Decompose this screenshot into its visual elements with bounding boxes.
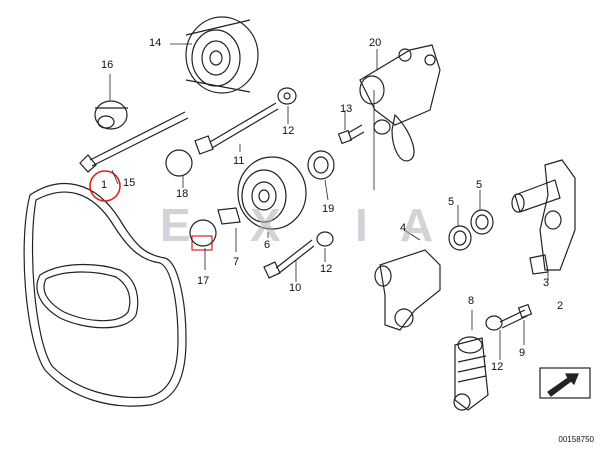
- callout-12-top: 12: [282, 125, 295, 137]
- bolt-long-11: [194, 102, 279, 155]
- bolt-9: [499, 303, 533, 329]
- bearing-5-right: [470, 209, 494, 235]
- tensioner-bracket: [511, 159, 576, 275]
- callout-6: 6: [264, 239, 271, 251]
- callout-12-bottom: 12: [491, 361, 504, 373]
- catalog-arrow-box: [539, 367, 591, 399]
- washer-12-bottom: [485, 315, 503, 331]
- spacer-7: [217, 207, 241, 225]
- highlight-circle: [89, 170, 121, 202]
- callout-8: 8: [468, 295, 475, 307]
- tensioner-arm: [374, 249, 441, 331]
- callout-16: 16: [101, 59, 114, 71]
- tensioner-assembly: [359, 44, 441, 162]
- washer-12-top: [277, 87, 297, 105]
- callout-14: 14: [149, 37, 162, 49]
- callout-9: 9: [519, 347, 526, 359]
- pulley-cap: [94, 100, 128, 130]
- drive-belt: [23, 182, 187, 407]
- callout-12-mid: 12: [320, 263, 333, 275]
- callout-13: 13: [340, 103, 353, 115]
- callout-7: 7: [233, 256, 240, 268]
- callout-19: 19: [322, 203, 335, 215]
- callout-15: 15: [123, 177, 136, 189]
- idler-pulley-large: [185, 16, 259, 94]
- callout-4: 4: [400, 222, 407, 234]
- pulley-cap-18: [165, 149, 193, 177]
- callout-2: 2: [557, 300, 564, 312]
- leader-lines: [109, 43, 549, 360]
- watermark-letter-a: A: [400, 199, 436, 251]
- callout-5-left: 5: [448, 196, 455, 208]
- damper-strut: [453, 336, 489, 411]
- seal-ring: [307, 150, 335, 180]
- watermark-letter-e: E: [160, 199, 193, 251]
- watermark-letter-i: I: [355, 199, 370, 251]
- washer-12-mid: [316, 231, 334, 247]
- catalog-number: 00158750: [558, 435, 594, 444]
- callout-5-right: 5: [476, 179, 483, 191]
- callout-1: 1: [101, 179, 108, 191]
- watermark-letter-x: X: [250, 199, 283, 251]
- bolt-13: [337, 124, 365, 145]
- callout-20: 20: [369, 37, 382, 49]
- callout-3: 3: [543, 277, 550, 289]
- callout-10: 10: [289, 282, 302, 294]
- bearing-5-left: [448, 225, 472, 251]
- idler-pulley-small: [237, 156, 307, 230]
- callout-17: 17: [197, 275, 210, 287]
- pulley-cap-17: [189, 219, 217, 247]
- bolt-long-15: [79, 111, 189, 173]
- callout-18: 18: [176, 188, 189, 200]
- callout-11: 11: [233, 155, 245, 167]
